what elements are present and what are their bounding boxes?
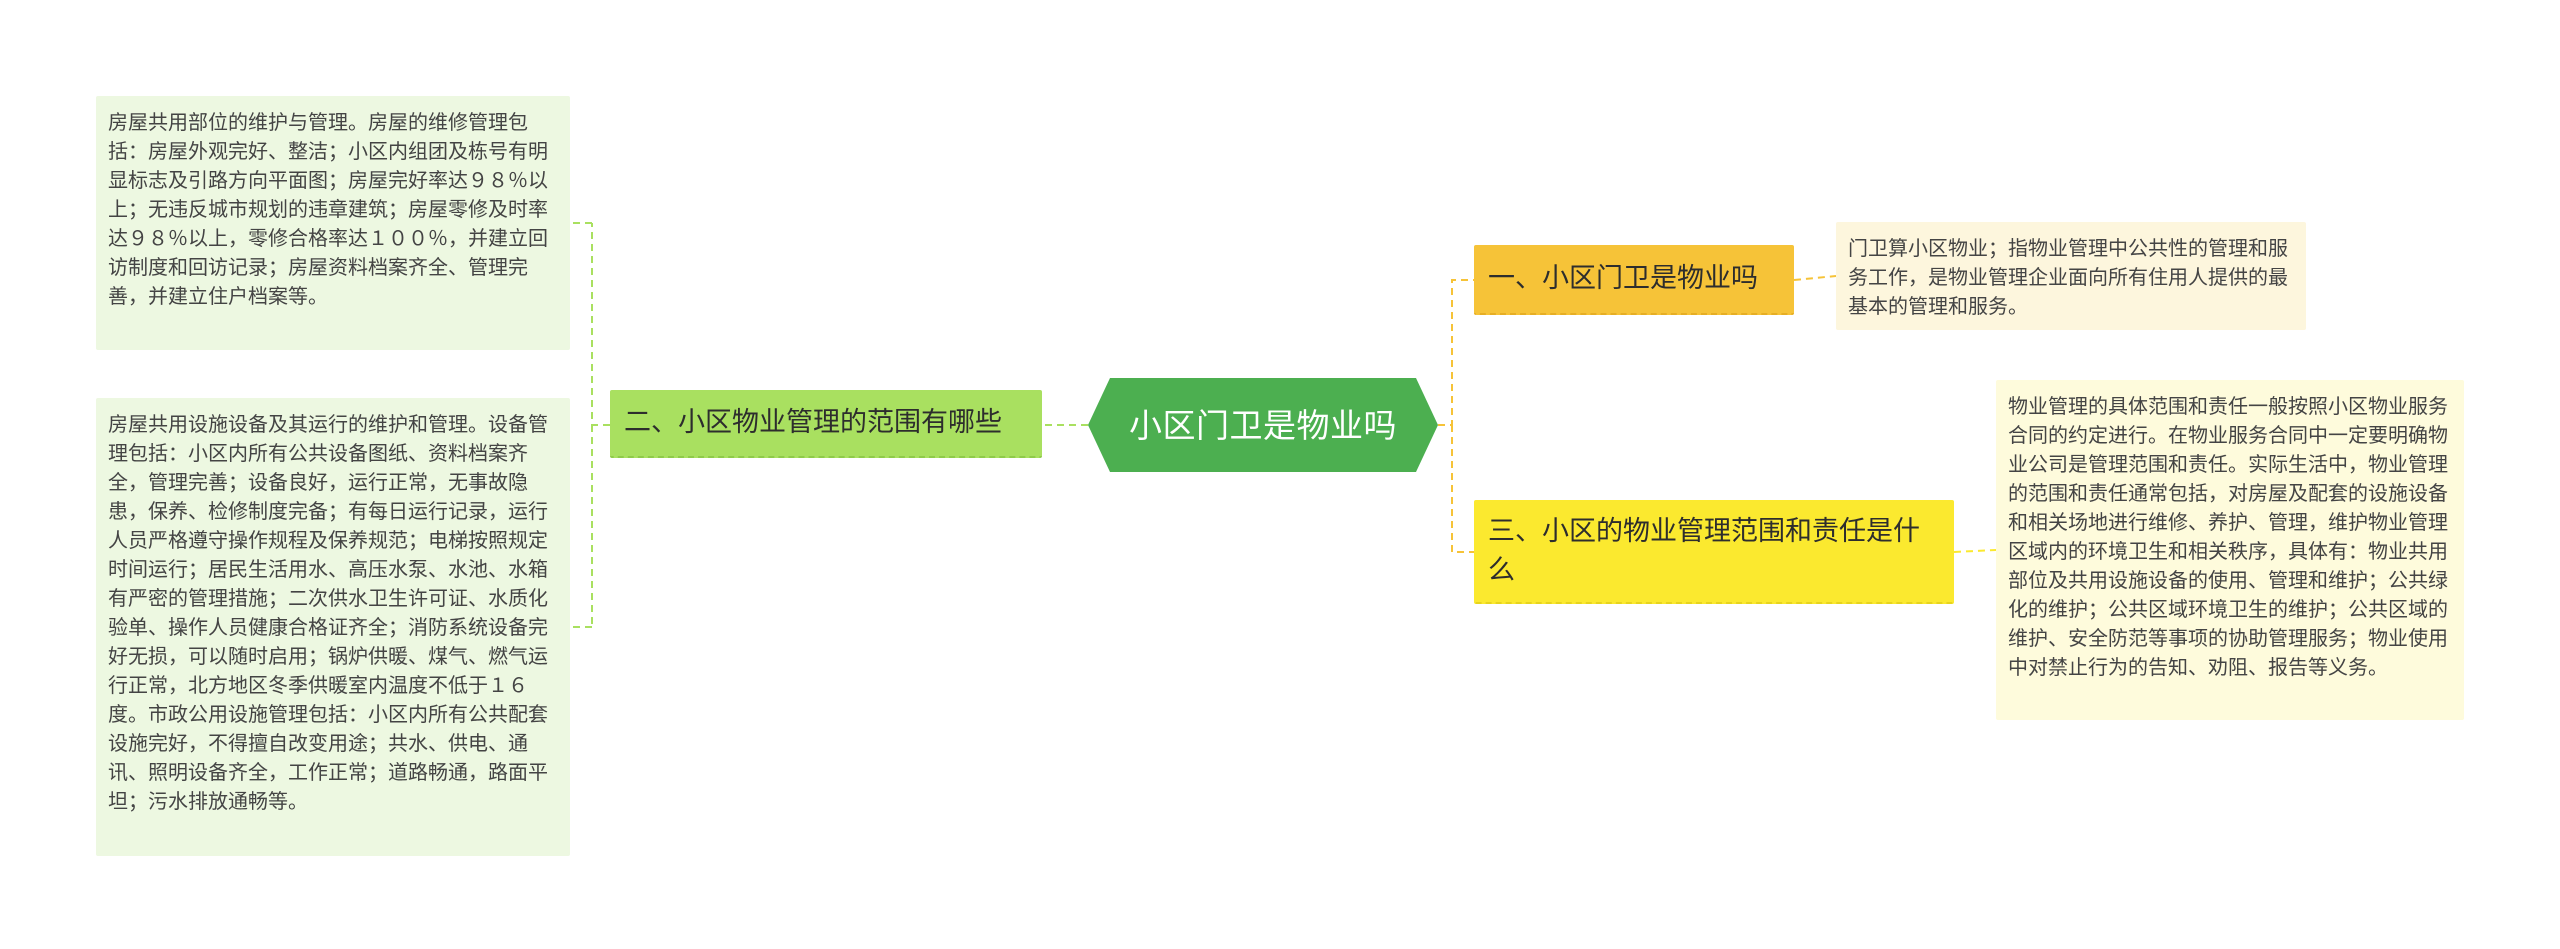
branch-topic-gatekeeper-label: 一、小区门卫是物业吗	[1488, 263, 1758, 295]
connector-left-branch-trunk	[591, 223, 610, 627]
connector-right2-leaf	[1953, 549, 1997, 553]
connector-root-right-trunk	[1438, 279, 1474, 553]
leaf-topic-facility-management[interactable]: 房屋共用设施设备及其运行的维护和管理。设备管理包括：小区内所有公共设备图纸、资料…	[96, 398, 570, 856]
branch-topic-scope-label: 二、小区物业管理的范围有哪些	[624, 407, 1002, 439]
leaf-topic-housing-maintenance-text: 房屋共用部位的维护与管理。房屋的维修管理包括：房屋外观完好、整洁；小区内组团及栋…	[108, 110, 548, 308]
leaf-topic-facility-management-text: 房屋共用设施设备及其运行的维护和管理。设备管理包括：小区内所有公共设备图纸、资料…	[108, 412, 548, 813]
connector-right1-leaf	[1793, 275, 1837, 281]
leaf-topic-gatekeeper-answer-text: 门卫算小区物业；指物业管理中公共性的管理和服务工作，是物业管理企业面向所有住用人…	[1848, 236, 2288, 318]
branch-topic-responsibility[interactable]: 三、小区的物业管理范围和责任是什么	[1474, 500, 1954, 604]
leaf-topic-responsibility-detail[interactable]: 物业管理的具体范围和责任一般按照小区物业服务合同的约定进行。在物业服务合同中一定…	[1996, 380, 2464, 720]
leaf-topic-housing-maintenance[interactable]: 房屋共用部位的维护与管理。房屋的维修管理包括：房屋外观完好、整洁；小区内组团及栋…	[96, 96, 570, 350]
branch-topic-responsibility-label: 三、小区的物业管理范围和责任是什么	[1488, 515, 1920, 586]
branch-topic-scope[interactable]: 二、小区物业管理的范围有哪些	[610, 390, 1042, 458]
branch-topic-gatekeeper[interactable]: 一、小区门卫是物业吗	[1474, 245, 1794, 315]
leaf-topic-responsibility-detail-text: 物业管理的具体范围和责任一般按照小区物业服务合同的约定进行。在物业服务合同中一定…	[2008, 394, 2448, 679]
leaf-topic-gatekeeper-answer[interactable]: 门卫算小区物业；指物业管理中公共性的管理和服务工作，是物业管理企业面向所有住用人…	[1836, 222, 2306, 330]
root-topic[interactable]: 小区门卫是物业吗	[1088, 378, 1438, 472]
root-topic-label: 小区门卫是物业吗	[1129, 405, 1397, 445]
